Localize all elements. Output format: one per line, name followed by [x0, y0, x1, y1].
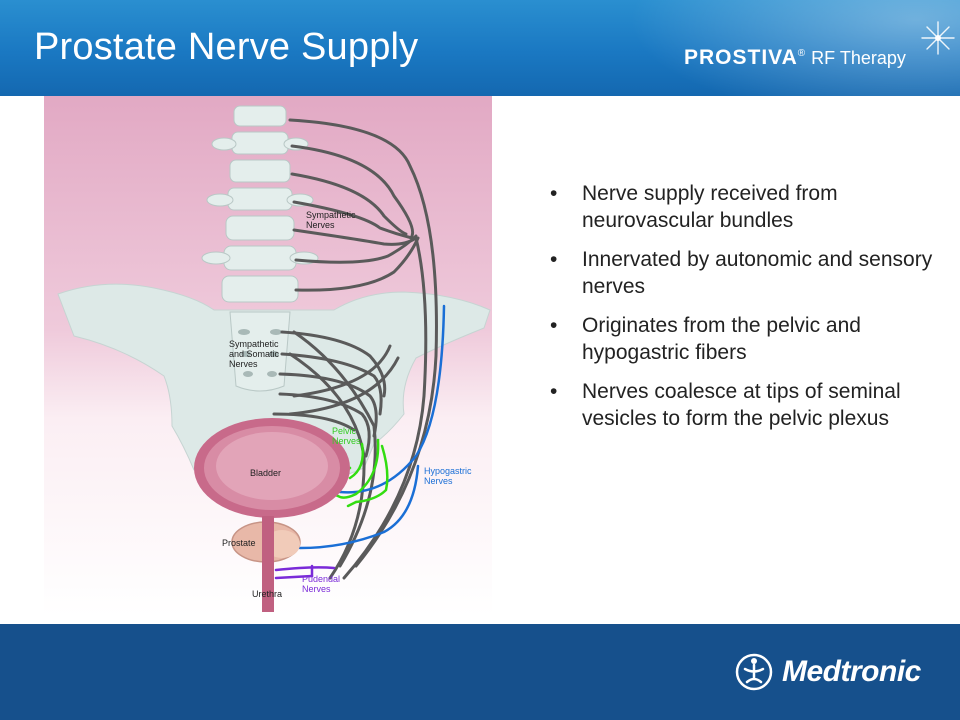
anatomy-illustration	[44, 96, 492, 616]
slide-header: Prostate Nerve Supply PROSTIVA® RF Therap…	[0, 0, 960, 96]
label-urethra: Urethra	[252, 589, 283, 599]
bladder	[194, 418, 350, 518]
medtronic-emblem-icon	[735, 653, 773, 691]
label-pelvic-nerves: Pelvic Nerves	[332, 426, 361, 446]
bullet-item: •Nerve supply received from neurovascula…	[550, 182, 838, 232]
pudendal-nerves	[274, 564, 336, 580]
spine	[221, 105, 299, 392]
brand-name: PROSTIVA	[684, 46, 798, 69]
label-hypogastric-nerves: Hypogastric Nerves	[424, 466, 472, 486]
brand-logo: PROSTIVA® RF Therapy	[684, 46, 906, 70]
label-sympathetic-nerves: Sympathetic Nerves	[306, 210, 356, 230]
brand-registered-mark: ®	[797, 48, 806, 59]
bullet-dot: •	[550, 380, 558, 403]
urethra	[262, 516, 274, 612]
medtronic-logo: Medtronic	[734, 652, 921, 692]
bullet-item: •Originates from the pelvic and hypogast…	[550, 314, 861, 364]
bullet-item: •Nerves coalesce at tips of seminal vesi…	[550, 380, 901, 430]
bullet-dot: •	[550, 182, 558, 205]
sparkle-icon	[921, 21, 955, 55]
sympathetic-nerves	[288, 118, 438, 580]
slide-title: Prostate Nerve Supply	[34, 26, 419, 68]
brand-suffix: RF Therapy	[811, 48, 906, 68]
bullet-list: •Nerve supply received from neurovascula…	[548, 180, 948, 444]
label-bladder: Bladder	[250, 468, 282, 478]
label-sympathetic-somatic-nerves: Sympathetic and Somatic Nerves	[229, 339, 280, 369]
label-prostate: Prostate	[222, 538, 256, 548]
label-pudendal-nerves: Pudendal Nerves	[302, 574, 341, 594]
header-sheen	[580, 0, 960, 96]
bullet-dot: •	[550, 248, 558, 271]
nerve-anatomy-diagram: Sympathetic Nerves Sympathetic and Somat…	[44, 96, 492, 616]
bullet-dot: •	[550, 314, 558, 337]
bullet-item: •Innervated by autonomic and sensory ner…	[550, 248, 933, 298]
hypogastric-nerves	[298, 304, 446, 550]
slide-footer	[0, 624, 960, 720]
medtronic-wordmark: Medtronic	[782, 655, 921, 688]
